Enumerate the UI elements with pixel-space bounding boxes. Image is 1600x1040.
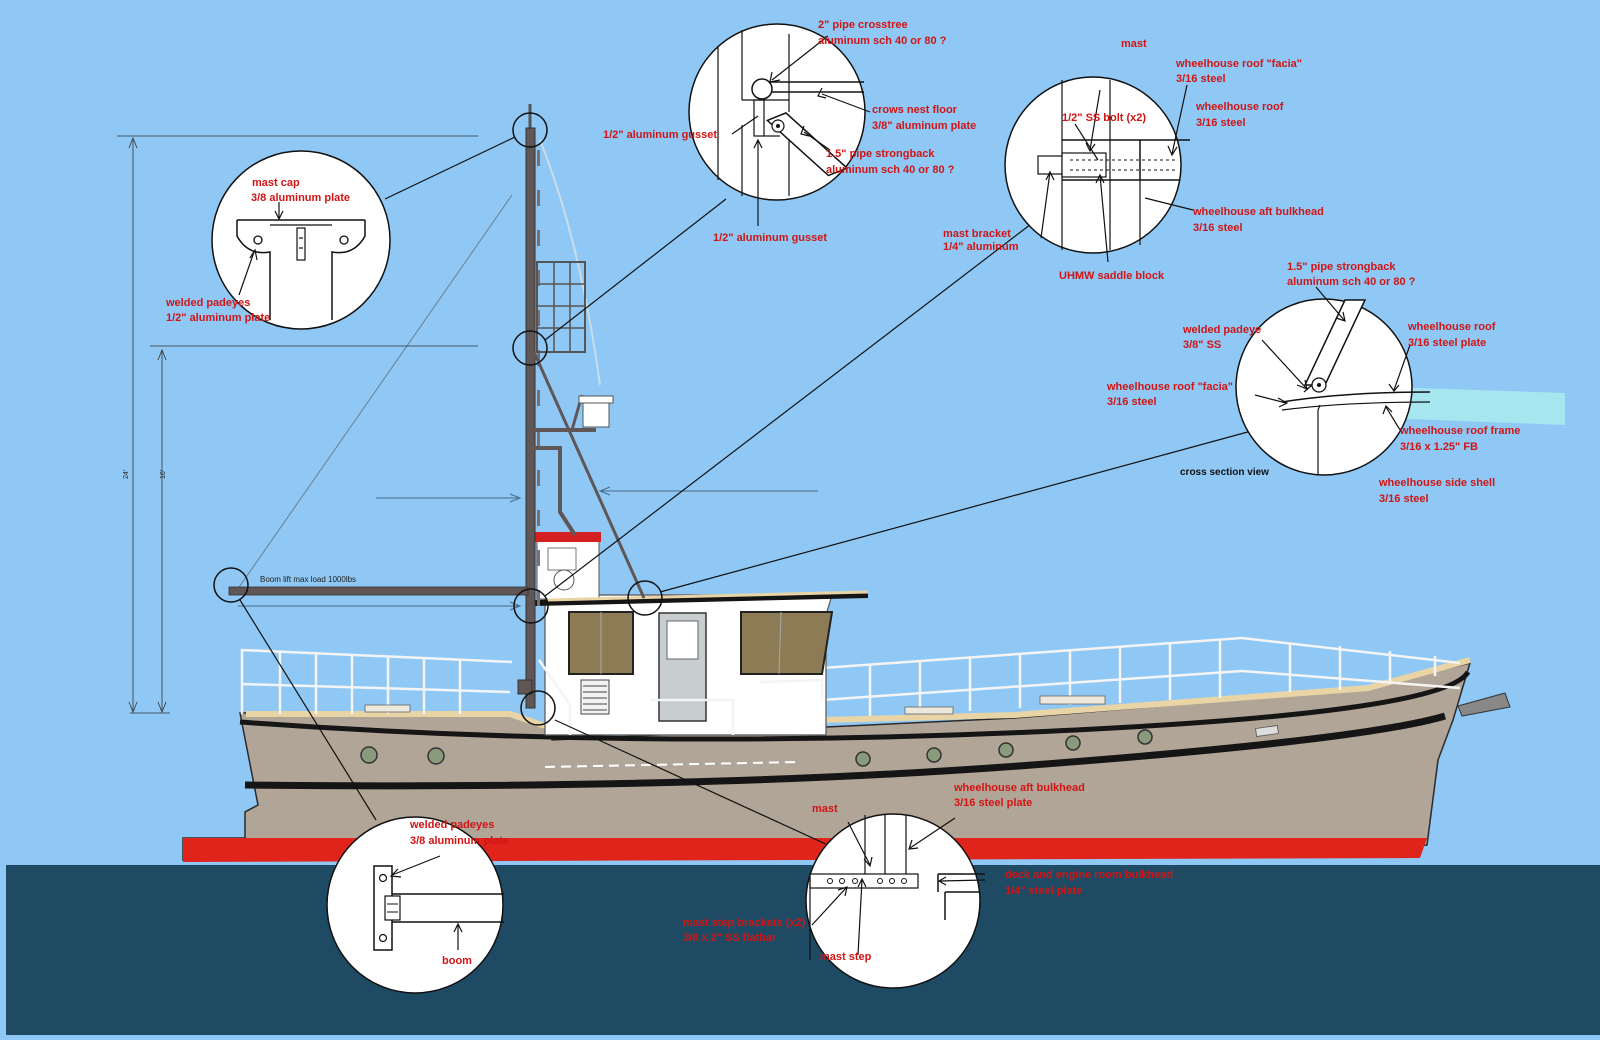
- mast-cap-label-1: mast cap: [252, 177, 300, 189]
- roof-padeye-label-2: 3/8" SS: [1183, 339, 1221, 351]
- aft-bulkhead-label-2: 3/16 steel: [1193, 222, 1243, 234]
- side-shell-label-2: 3/16 steel: [1379, 493, 1429, 505]
- step-aft-bulkhead-label-1: wheelhouse aft bulkhead: [953, 782, 1085, 794]
- roof-facia-label-2: 3/16 steel: [1107, 396, 1157, 408]
- boom-load-note: Boom lift max load 1000lbs: [260, 575, 356, 584]
- detail-crosstree: [688, 23, 871, 226]
- roof-plate-label-1: wheelhouse roof: [1407, 321, 1496, 333]
- mast-cap-padeye-label-1: welded padeyes: [165, 297, 250, 309]
- step-brackets-label-1: mast step brackets (x2): [683, 917, 806, 929]
- overall-height-label: 24': [123, 470, 130, 479]
- portholes: [360, 729, 1153, 767]
- forestay-line: [234, 194, 513, 594]
- strongback-label-2: aluminum sch 40 or 80 ?: [826, 164, 955, 176]
- mast-bracket-label-1: mast bracket: [943, 228, 1011, 240]
- roof-strongback-label-2: aluminum sch 40 or 80 ?: [1287, 276, 1416, 288]
- crows-nest-floor-label-1: crows nest floor: [872, 104, 958, 116]
- strongback-label-1: 1.5" pipe strongback: [826, 148, 935, 160]
- bracket-mast-label: mast: [1121, 38, 1147, 50]
- gusset-bottom-label: 1/2" aluminum gusset: [713, 232, 827, 244]
- facia-label-2: 3/16 steel: [1176, 73, 1226, 85]
- deck-bulkhead-label-1: deck and engine room bulkhead: [1005, 869, 1173, 881]
- mast-bracket-label-2: 1/4" aluminum: [943, 241, 1019, 253]
- roof-frame-label-1: wheelhouse roof frame: [1399, 425, 1520, 437]
- roof-plate-label-2: 3/16 steel plate: [1408, 337, 1486, 349]
- lower-height-label: 16': [160, 470, 167, 479]
- crosstree-label-1: 2" pipe crosstree: [818, 19, 908, 31]
- deck-hatches: [364, 695, 1106, 715]
- dimension-lines: [117, 135, 478, 714]
- hull: [182, 657, 1511, 862]
- detail-boom-end: [326, 816, 504, 994]
- side-shell-label-1: wheelhouse side shell: [1378, 477, 1495, 489]
- step-brackets-label-2: 3/8 x 2" SS flatbar: [683, 932, 777, 944]
- aft-bulkhead-label-1: wheelhouse aft bulkhead: [1192, 206, 1324, 218]
- deck-railings: [240, 636, 1461, 716]
- detail-roof-section: [1235, 286, 1431, 476]
- water: [6, 865, 1600, 1035]
- detail-mast-cap: [211, 150, 391, 330]
- boom-label: boom: [442, 955, 472, 967]
- detail-mast-step: [805, 813, 986, 989]
- step-aft-bulkhead-label-2: 3/16 steel plate: [954, 797, 1032, 809]
- saddle-block-label: UHMW saddle block: [1059, 270, 1165, 282]
- mast-assembly: [228, 104, 646, 709]
- crows-nest-floor-label-2: 3/8" aluminum plate: [872, 120, 976, 132]
- mast-cap-label-2: 3/8 aluminum plate: [251, 192, 350, 204]
- gusset-left-label: 1/2" aluminum gusset: [603, 129, 717, 141]
- leader-lines: [239, 136, 1256, 847]
- cyan-highlight-strip: [1385, 387, 1565, 425]
- boom-padeye-label-1: welded padeyes: [409, 819, 494, 831]
- step-mast-label: mast: [812, 803, 838, 815]
- roof-label-2: 3/16 steel: [1196, 117, 1246, 129]
- crosstree-label-2: aluminum sch 40 or 80 ?: [818, 35, 947, 47]
- wheelhouse: [535, 532, 869, 736]
- facia-label-1: wheelhouse roof "facia": [1175, 58, 1302, 70]
- roof-padeye-label-1: welded padeye: [1182, 324, 1261, 336]
- cross-section-note: cross section view: [1180, 467, 1269, 478]
- boom-padeye-label-2: 3/8 aluminum plate: [410, 835, 509, 847]
- location-markers: [213, 112, 663, 726]
- roof-facia-label-1: wheelhouse roof "facia": [1106, 381, 1233, 393]
- deck-bulkhead-label-2: 1/4" steel plate: [1005, 885, 1082, 897]
- mast-cap-padeye-label-2: 1/2" aluminum plate: [166, 312, 270, 324]
- mast-step-label: mast step: [820, 951, 872, 963]
- bolt-label: 1/2" SS bolt (x2): [1062, 112, 1146, 124]
- backstay-highlight: [539, 139, 601, 386]
- detail-mast-bracket: [1004, 76, 1194, 263]
- roof-label-1: wheelhouse roof: [1195, 101, 1284, 113]
- roof-strongback-label-1: 1.5" pipe strongback: [1287, 261, 1396, 273]
- pointer-arrows: [238, 486, 818, 611]
- roof-frame-label-2: 3/16 x 1.25" FB: [1400, 441, 1478, 453]
